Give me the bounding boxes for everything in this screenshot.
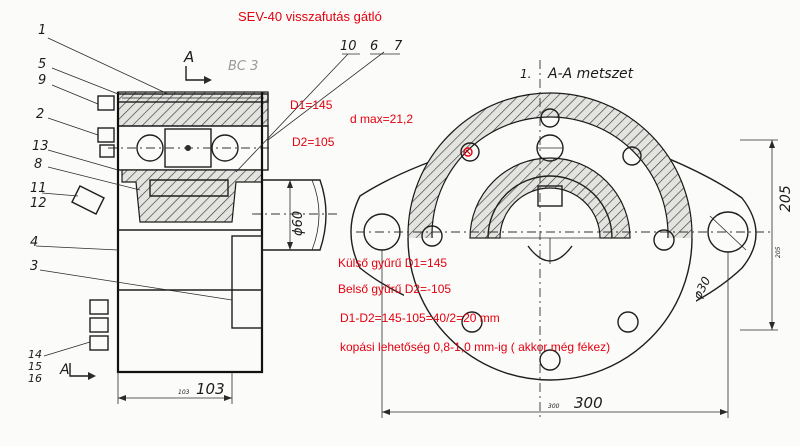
width-arrow-left	[118, 395, 126, 401]
length-dimension-small: 300	[548, 403, 560, 410]
red-markup	[463, 147, 473, 157]
length-arrow-right	[720, 409, 728, 415]
part-number: 13	[32, 139, 49, 154]
height-dimension-small: 205	[775, 246, 782, 258]
length-dimension-label: 300	[574, 394, 603, 412]
height-dimension-label: 205	[778, 185, 794, 212]
section-arrow-bottom	[69, 363, 88, 377]
part-number: 2	[36, 107, 44, 122]
bolt-stack-bottom	[89, 299, 109, 351]
section-view-aa: 1. A-A metszet ϕ30	[350, 60, 794, 420]
part-number: 14	[28, 348, 42, 361]
section-arrow-bottom-head	[88, 372, 96, 380]
roller-left	[136, 134, 164, 162]
section-arrow-top	[185, 66, 204, 81]
height-arrow-top	[769, 140, 775, 148]
part-number: 6	[370, 39, 378, 54]
note-inner-ring: Belső gyűrű D2=-105	[338, 282, 452, 296]
width-arrow-right	[224, 395, 232, 401]
outer-ring-lower-arc	[407, 237, 693, 381]
section-arrow-top-head	[204, 76, 212, 84]
section-mark-top: A	[183, 48, 194, 66]
part-number: 11	[30, 181, 47, 196]
section-mark-bottom: A	[59, 362, 70, 378]
part-number: 10	[340, 39, 357, 54]
hub-mid-arc	[487, 175, 613, 239]
inner-hub-section	[469, 157, 631, 239]
pencil-stamp: BC 3	[228, 59, 258, 74]
width-dimension-small: 103	[178, 389, 190, 396]
ring-bolts	[421, 108, 675, 371]
part-number: 7	[394, 39, 403, 54]
section-number: 1.	[520, 67, 531, 81]
note-wear: kopási lehetőség 0,8-1,0 mm-ig ( akkor m…	[340, 340, 611, 354]
part-number: 8	[34, 157, 42, 172]
length-arrow-left	[382, 409, 390, 415]
lower-half-mask	[404, 238, 696, 380]
height-arrow-bottom	[769, 322, 775, 330]
shaft-diameter-label: ϕ60	[291, 211, 306, 236]
side-section-view: ϕ60 103 103 1 5 9	[28, 23, 403, 404]
part-number: 4	[30, 235, 38, 250]
part-number-labels: 1 5 9 2 13 8 11 12 4 3 14 15 16 10 6 7	[28, 23, 403, 385]
part-number: 3	[30, 259, 38, 274]
part-number: 5	[38, 57, 46, 72]
width-dimension-label: 103	[196, 380, 225, 398]
hub-bore	[149, 179, 229, 197]
clamp-bolt	[71, 185, 105, 215]
housing-outline	[116, 92, 264, 374]
section-title: A-A metszet	[547, 66, 634, 82]
part-number: 9	[38, 73, 46, 88]
part-number: 15	[28, 360, 42, 373]
note-outer-ring: Külső gyűrű D1=145	[338, 256, 448, 270]
part-number: 12	[30, 196, 47, 211]
drawing-title: SEV-40 visszafutás gátló	[238, 9, 382, 24]
hole-dim-line	[709, 215, 747, 251]
part-number: 16	[28, 372, 42, 385]
note-d1: D1=145	[290, 98, 333, 112]
note-difference: D1-D2=145-105=40/2=20 mm	[340, 311, 500, 325]
shaft-break	[311, 179, 320, 251]
part-number: 1	[38, 23, 46, 38]
shaft-dim-arrow-bottom	[287, 242, 293, 250]
note-dmax: d max=21,2	[350, 112, 414, 126]
part-leaders	[35, 37, 400, 357]
keyway	[537, 185, 563, 207]
flange-rib	[231, 235, 263, 329]
note-d2: D2=105	[292, 135, 335, 149]
shaft	[262, 179, 327, 251]
cover-plate	[117, 91, 269, 127]
shaft-dim-arrow-top	[287, 180, 293, 188]
